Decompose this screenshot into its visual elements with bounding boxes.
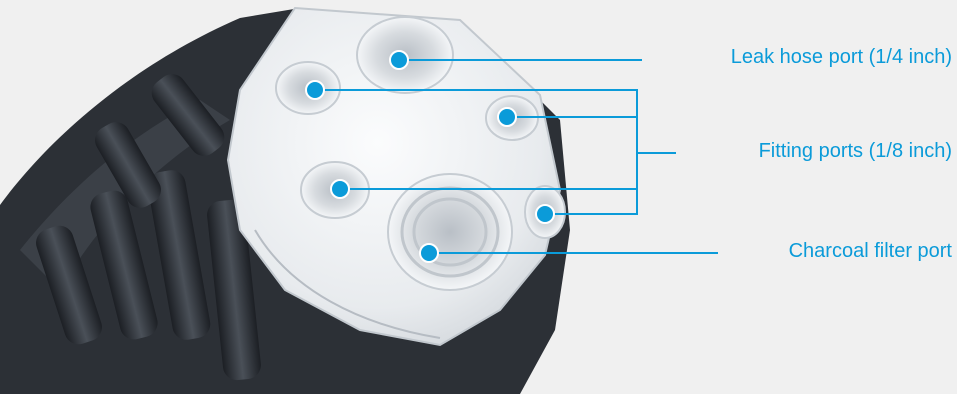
- charcoal-filter-port-marker: [420, 244, 438, 262]
- leak-hose-port-marker: [390, 51, 408, 69]
- charcoal-filter-port-label: Charcoal filter port: [789, 240, 952, 263]
- fitting-port-marker: [498, 108, 516, 126]
- fitting-ports-label: Fitting ports (1/8 inch): [759, 140, 952, 163]
- fitting-port-marker: [536, 205, 554, 223]
- fitting-port-marker: [306, 81, 324, 99]
- leak-hose-port-label: Leak hose port (1/4 inch): [731, 46, 952, 69]
- fitting-port-marker: [331, 180, 349, 198]
- charcoal-filter-port-hole: [388, 174, 512, 290]
